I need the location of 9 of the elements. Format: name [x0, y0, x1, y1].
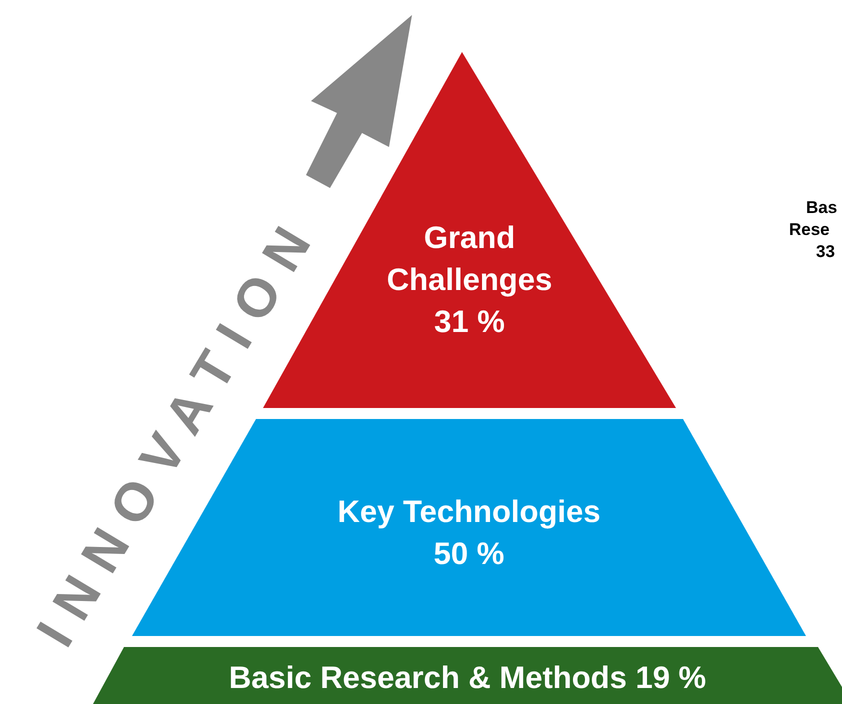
cut-off-label: Rese: [789, 219, 830, 241]
pyramid-level-label: 31 %: [434, 303, 505, 341]
cut-off-label: Bas: [806, 197, 838, 219]
pyramid-base-band: [93, 647, 842, 704]
pyramid-level-label: Basic Research & Methods 19 %: [228, 659, 706, 697]
pyramid-level-label: Grand Challenges: [386, 219, 554, 299]
pyramid-level-label: 50 %: [434, 535, 504, 573]
pyramid-level-label: Key Technologies: [338, 493, 600, 531]
cut-off-label: 33: [816, 241, 835, 263]
